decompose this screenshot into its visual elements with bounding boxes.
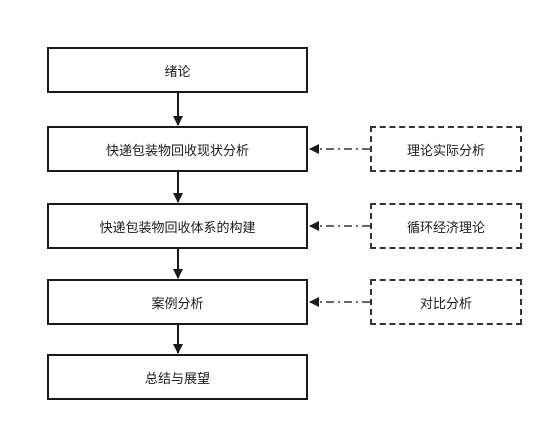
side-label: 循环经济理论 bbox=[406, 220, 485, 236]
step-label: 快递包装物回收现状分析 bbox=[105, 143, 249, 159]
step-box-conclusion: 总结与展望 bbox=[47, 354, 308, 400]
step-box-intro: 绪论 bbox=[47, 47, 308, 93]
step-label: 案例分析 bbox=[151, 296, 204, 312]
step-box-system-construction: 快递包装物回收体系的构建 bbox=[47, 203, 308, 249]
step-label: 绪论 bbox=[164, 64, 191, 80]
side-label: 理论实际分析 bbox=[406, 143, 485, 159]
side-box-theory-practice: 理论实际分析 bbox=[370, 126, 522, 172]
step-label: 总结与展望 bbox=[144, 371, 210, 387]
side-box-comparative-analysis: 对比分析 bbox=[370, 279, 522, 325]
side-box-circular-economy: 循环经济理论 bbox=[370, 203, 522, 249]
step-label: 快递包装物回收体系的构建 bbox=[99, 220, 256, 236]
side-label: 对比分析 bbox=[419, 296, 472, 312]
step-box-case-analysis: 案例分析 bbox=[47, 279, 308, 325]
step-box-status-analysis: 快递包装物回收现状分析 bbox=[47, 126, 308, 172]
